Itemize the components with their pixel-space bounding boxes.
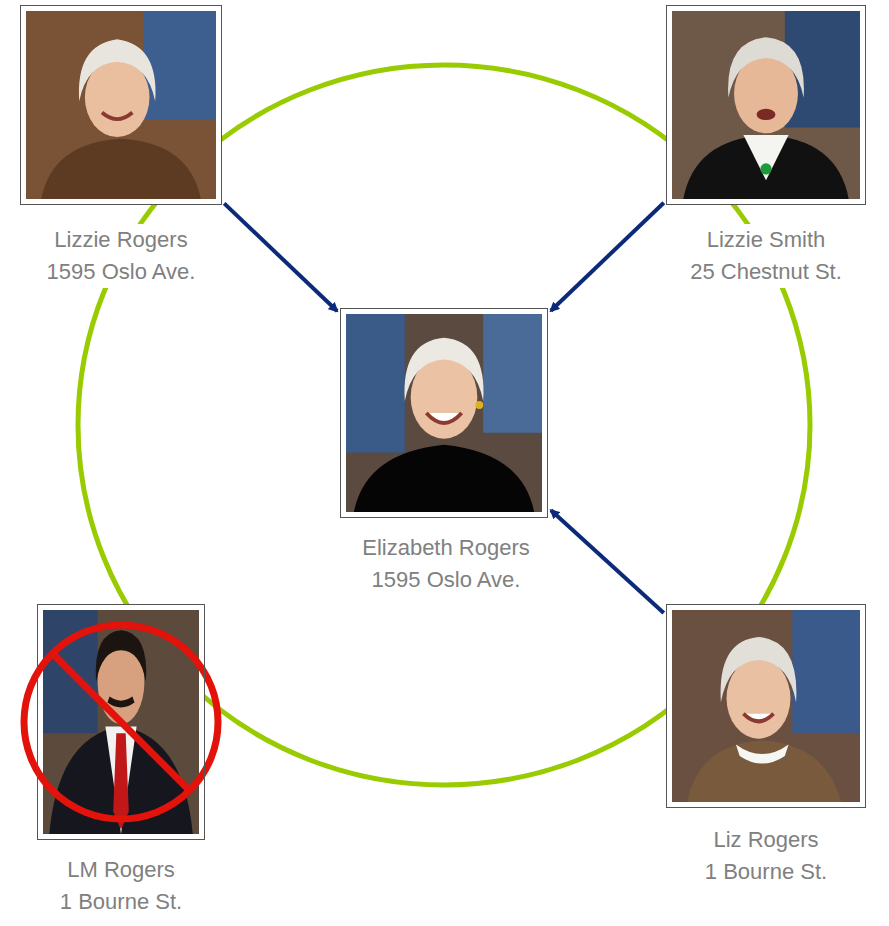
person-name: Lizzie Rogers xyxy=(50,224,191,256)
portrait-photo xyxy=(672,610,860,802)
caption: LM Rogers1 Bourne St. xyxy=(6,854,236,918)
photo-frame xyxy=(666,5,866,205)
person-address: 1595 Oslo Ave. xyxy=(368,564,525,596)
match-arrow xyxy=(224,203,337,311)
photo-mat xyxy=(20,5,222,205)
person-name: Elizabeth Rogers xyxy=(358,532,534,564)
caption: Lizzie Smith25 Chestnut St. xyxy=(651,224,881,288)
person-node: LM Rogers1 Bourne St. xyxy=(6,604,236,918)
person-name: LM Rogers xyxy=(63,854,179,886)
photo-frame xyxy=(20,5,222,205)
person-address: 1 Bourne St. xyxy=(56,886,186,918)
caption: Liz Rogers1 Bourne St. xyxy=(651,824,881,888)
photo-mat xyxy=(666,604,866,808)
person-node: Elizabeth Rogers1595 Oslo Ave. xyxy=(331,308,561,596)
photo-mat xyxy=(340,308,548,518)
caption: Lizzie Rogers1595 Oslo Ave. xyxy=(6,224,236,288)
match-arrow xyxy=(551,510,664,613)
photo-mat xyxy=(666,5,866,205)
portrait-photo xyxy=(26,11,216,199)
photo-frame xyxy=(666,604,866,808)
portrait-photo xyxy=(672,11,860,199)
photo-frame xyxy=(340,308,548,518)
person-address: 25 Chestnut St. xyxy=(686,256,846,288)
caption: Elizabeth Rogers1595 Oslo Ave. xyxy=(331,532,561,596)
person-node: Lizzie Rogers1595 Oslo Ave. xyxy=(6,5,236,288)
prohibition-symbol xyxy=(24,625,218,819)
person-node: Lizzie Smith25 Chestnut St. xyxy=(651,5,881,288)
portrait-photo xyxy=(346,314,542,512)
person-node: Liz Rogers1 Bourne St. xyxy=(651,604,881,888)
photo-mat xyxy=(37,604,205,840)
match-arrow xyxy=(551,203,664,311)
person-name: Lizzie Smith xyxy=(703,224,830,256)
photo-frame xyxy=(37,604,205,840)
person-name: Liz Rogers xyxy=(709,824,822,856)
person-address: 1595 Oslo Ave. xyxy=(43,256,200,288)
person-address: 1 Bourne St. xyxy=(701,856,831,888)
